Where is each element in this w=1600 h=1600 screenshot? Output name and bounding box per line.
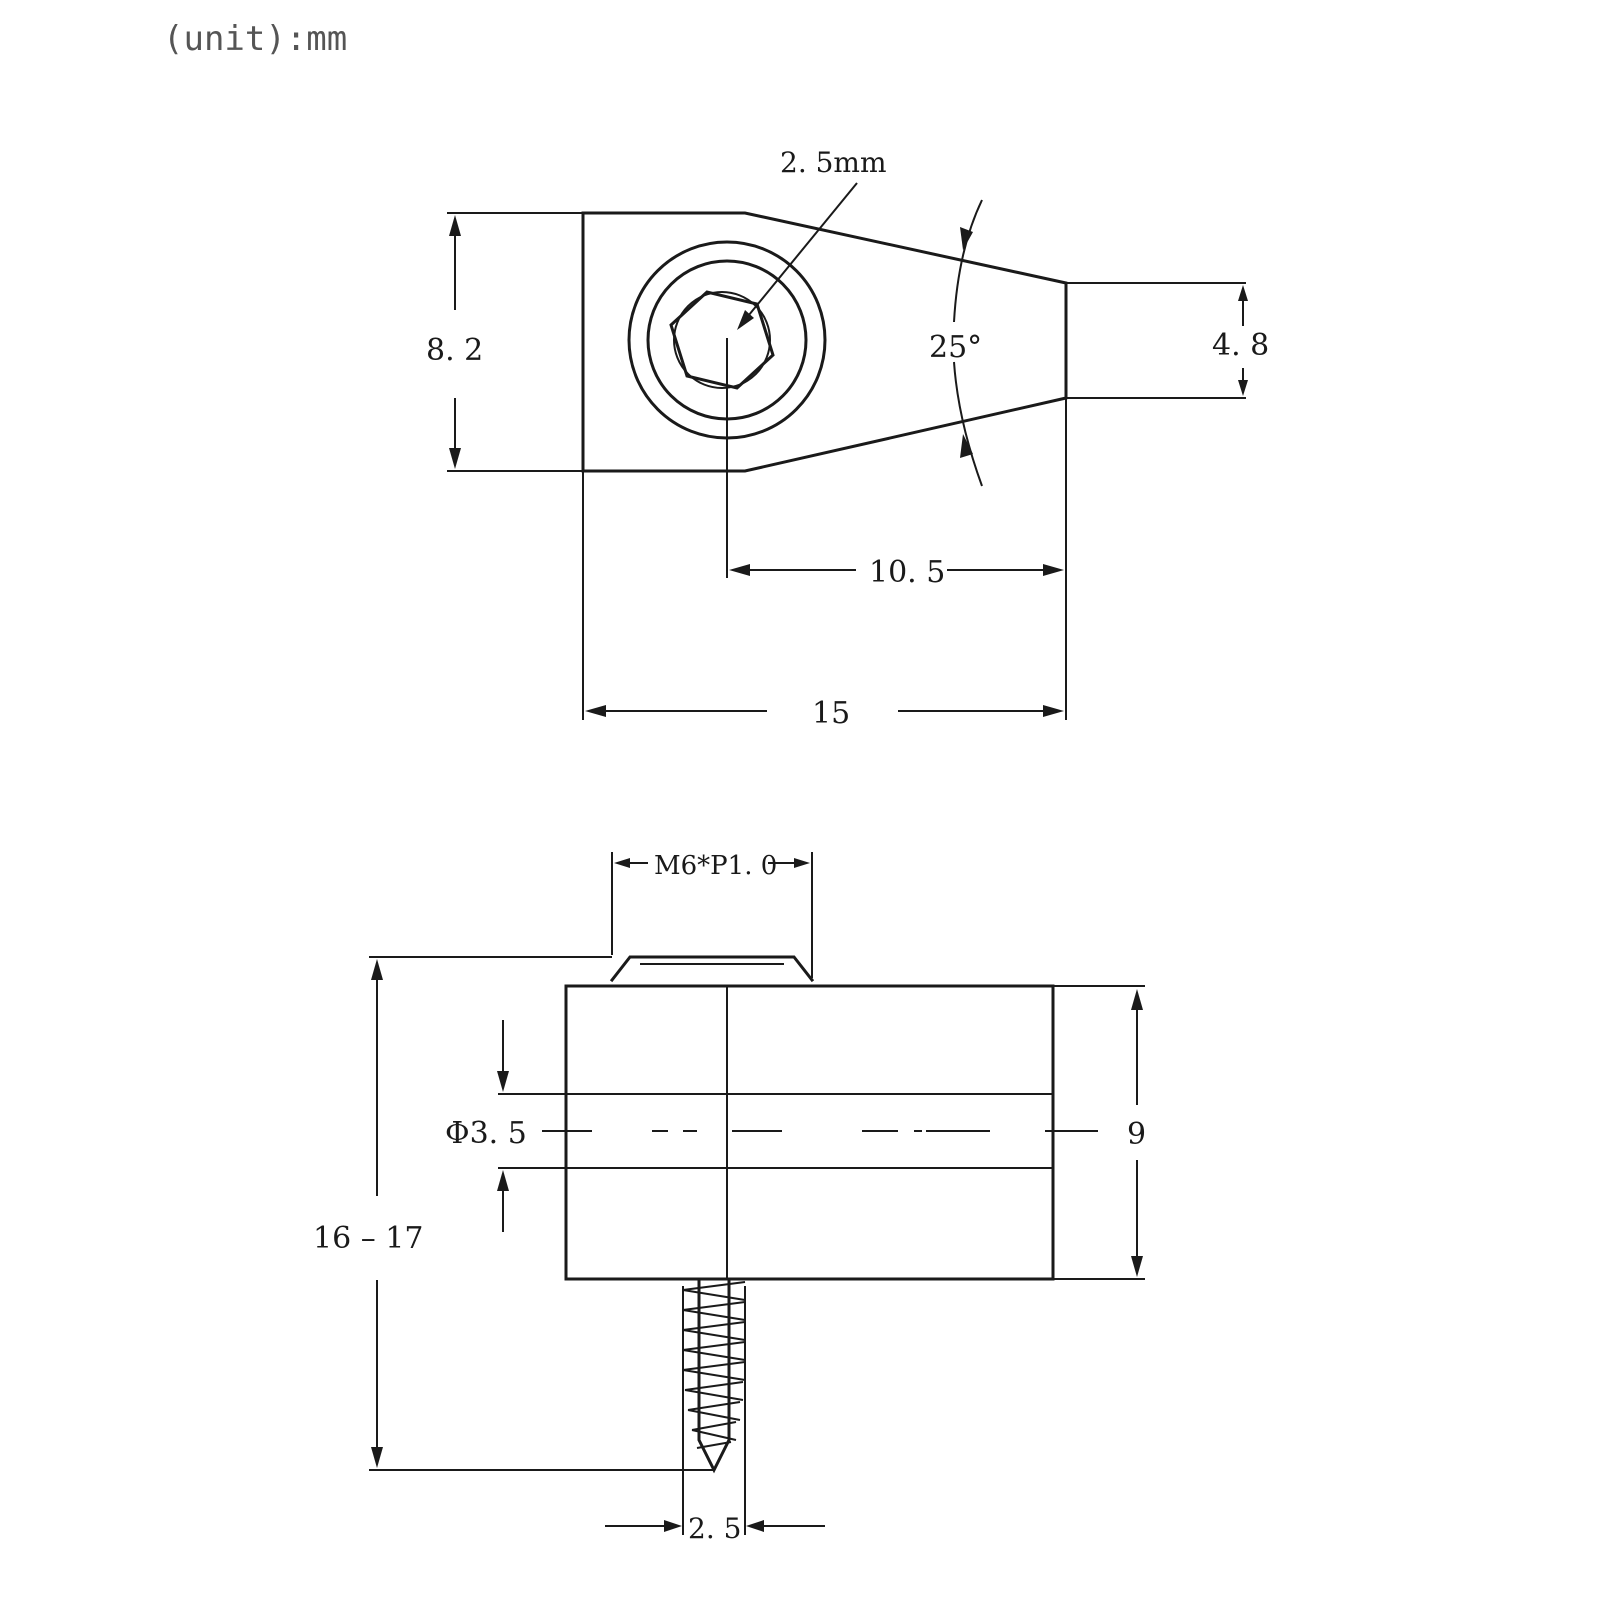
block-height-top-arrow: [1131, 989, 1143, 1010]
thread-label: M6*P1. 0: [654, 851, 777, 881]
angle-arc-upper: [953, 199, 983, 323]
center-to-tip-label: 10. 5: [869, 555, 945, 590]
hex-leader-line: [743, 182, 858, 322]
screw-dia-left-arrow: [664, 1520, 682, 1532]
screw-head-profile: [609, 955, 815, 983]
hex-socket-inner-circle: [673, 291, 771, 389]
total-height-top-arrow: [371, 959, 383, 980]
height-dim-bottom-arrow: [449, 448, 461, 469]
wood-screw: [682, 1277, 746, 1474]
height-dim-top-arrow: [449, 215, 461, 236]
hole-diameter-label: Φ3. 5: [445, 1116, 527, 1151]
hex-socket-label: 2. 5mm: [780, 146, 887, 179]
angle-label: 25°: [929, 330, 982, 365]
block-height-bottom-arrow: [1131, 1256, 1143, 1277]
tip-height-label: 4. 8: [1212, 328, 1269, 363]
tip-dim-bottom-arrow: [1238, 380, 1248, 396]
side-view: M6*P1. 0 Φ3. 5 9: [313, 851, 1146, 1545]
top-view: 2. 5mm 8. 2 4. 8 25° 10. 5 15: [426, 146, 1269, 731]
unit-note: (unit):mm: [163, 19, 347, 59]
thread-right-arrow: [794, 858, 810, 868]
length-label: 15: [812, 696, 850, 731]
hole-dim-lower-arrow: [497, 1170, 509, 1191]
angle-arrow-lower: [960, 434, 973, 458]
tip-dim-top-arrow: [1238, 285, 1248, 301]
center-to-tip-left-arrow: [729, 564, 750, 576]
hole-dim-upper-arrow: [497, 1071, 509, 1092]
screw-thread-pattern: [682, 1281, 746, 1449]
total-height-bottom-arrow: [371, 1447, 383, 1468]
length-right-arrow: [1043, 705, 1064, 717]
height-label: 8. 2: [426, 333, 483, 368]
angle-arrow-upper: [960, 227, 973, 250]
hex-leader-arrowhead: [737, 310, 754, 330]
hex-socket-icon: [669, 290, 775, 390]
screw-diameter-label: 2. 5: [688, 1512, 741, 1545]
thread-left-arrow: [614, 858, 630, 868]
total-height-label: 16 – 17: [313, 1221, 423, 1256]
block-body: [564, 984, 1055, 1281]
angle-arc-lower: [953, 361, 983, 487]
length-left-arrow: [585, 705, 606, 717]
center-to-tip-right-arrow: [1043, 564, 1064, 576]
screw-dia-right-arrow: [746, 1520, 764, 1532]
block-height-label: 9: [1127, 1117, 1146, 1152]
